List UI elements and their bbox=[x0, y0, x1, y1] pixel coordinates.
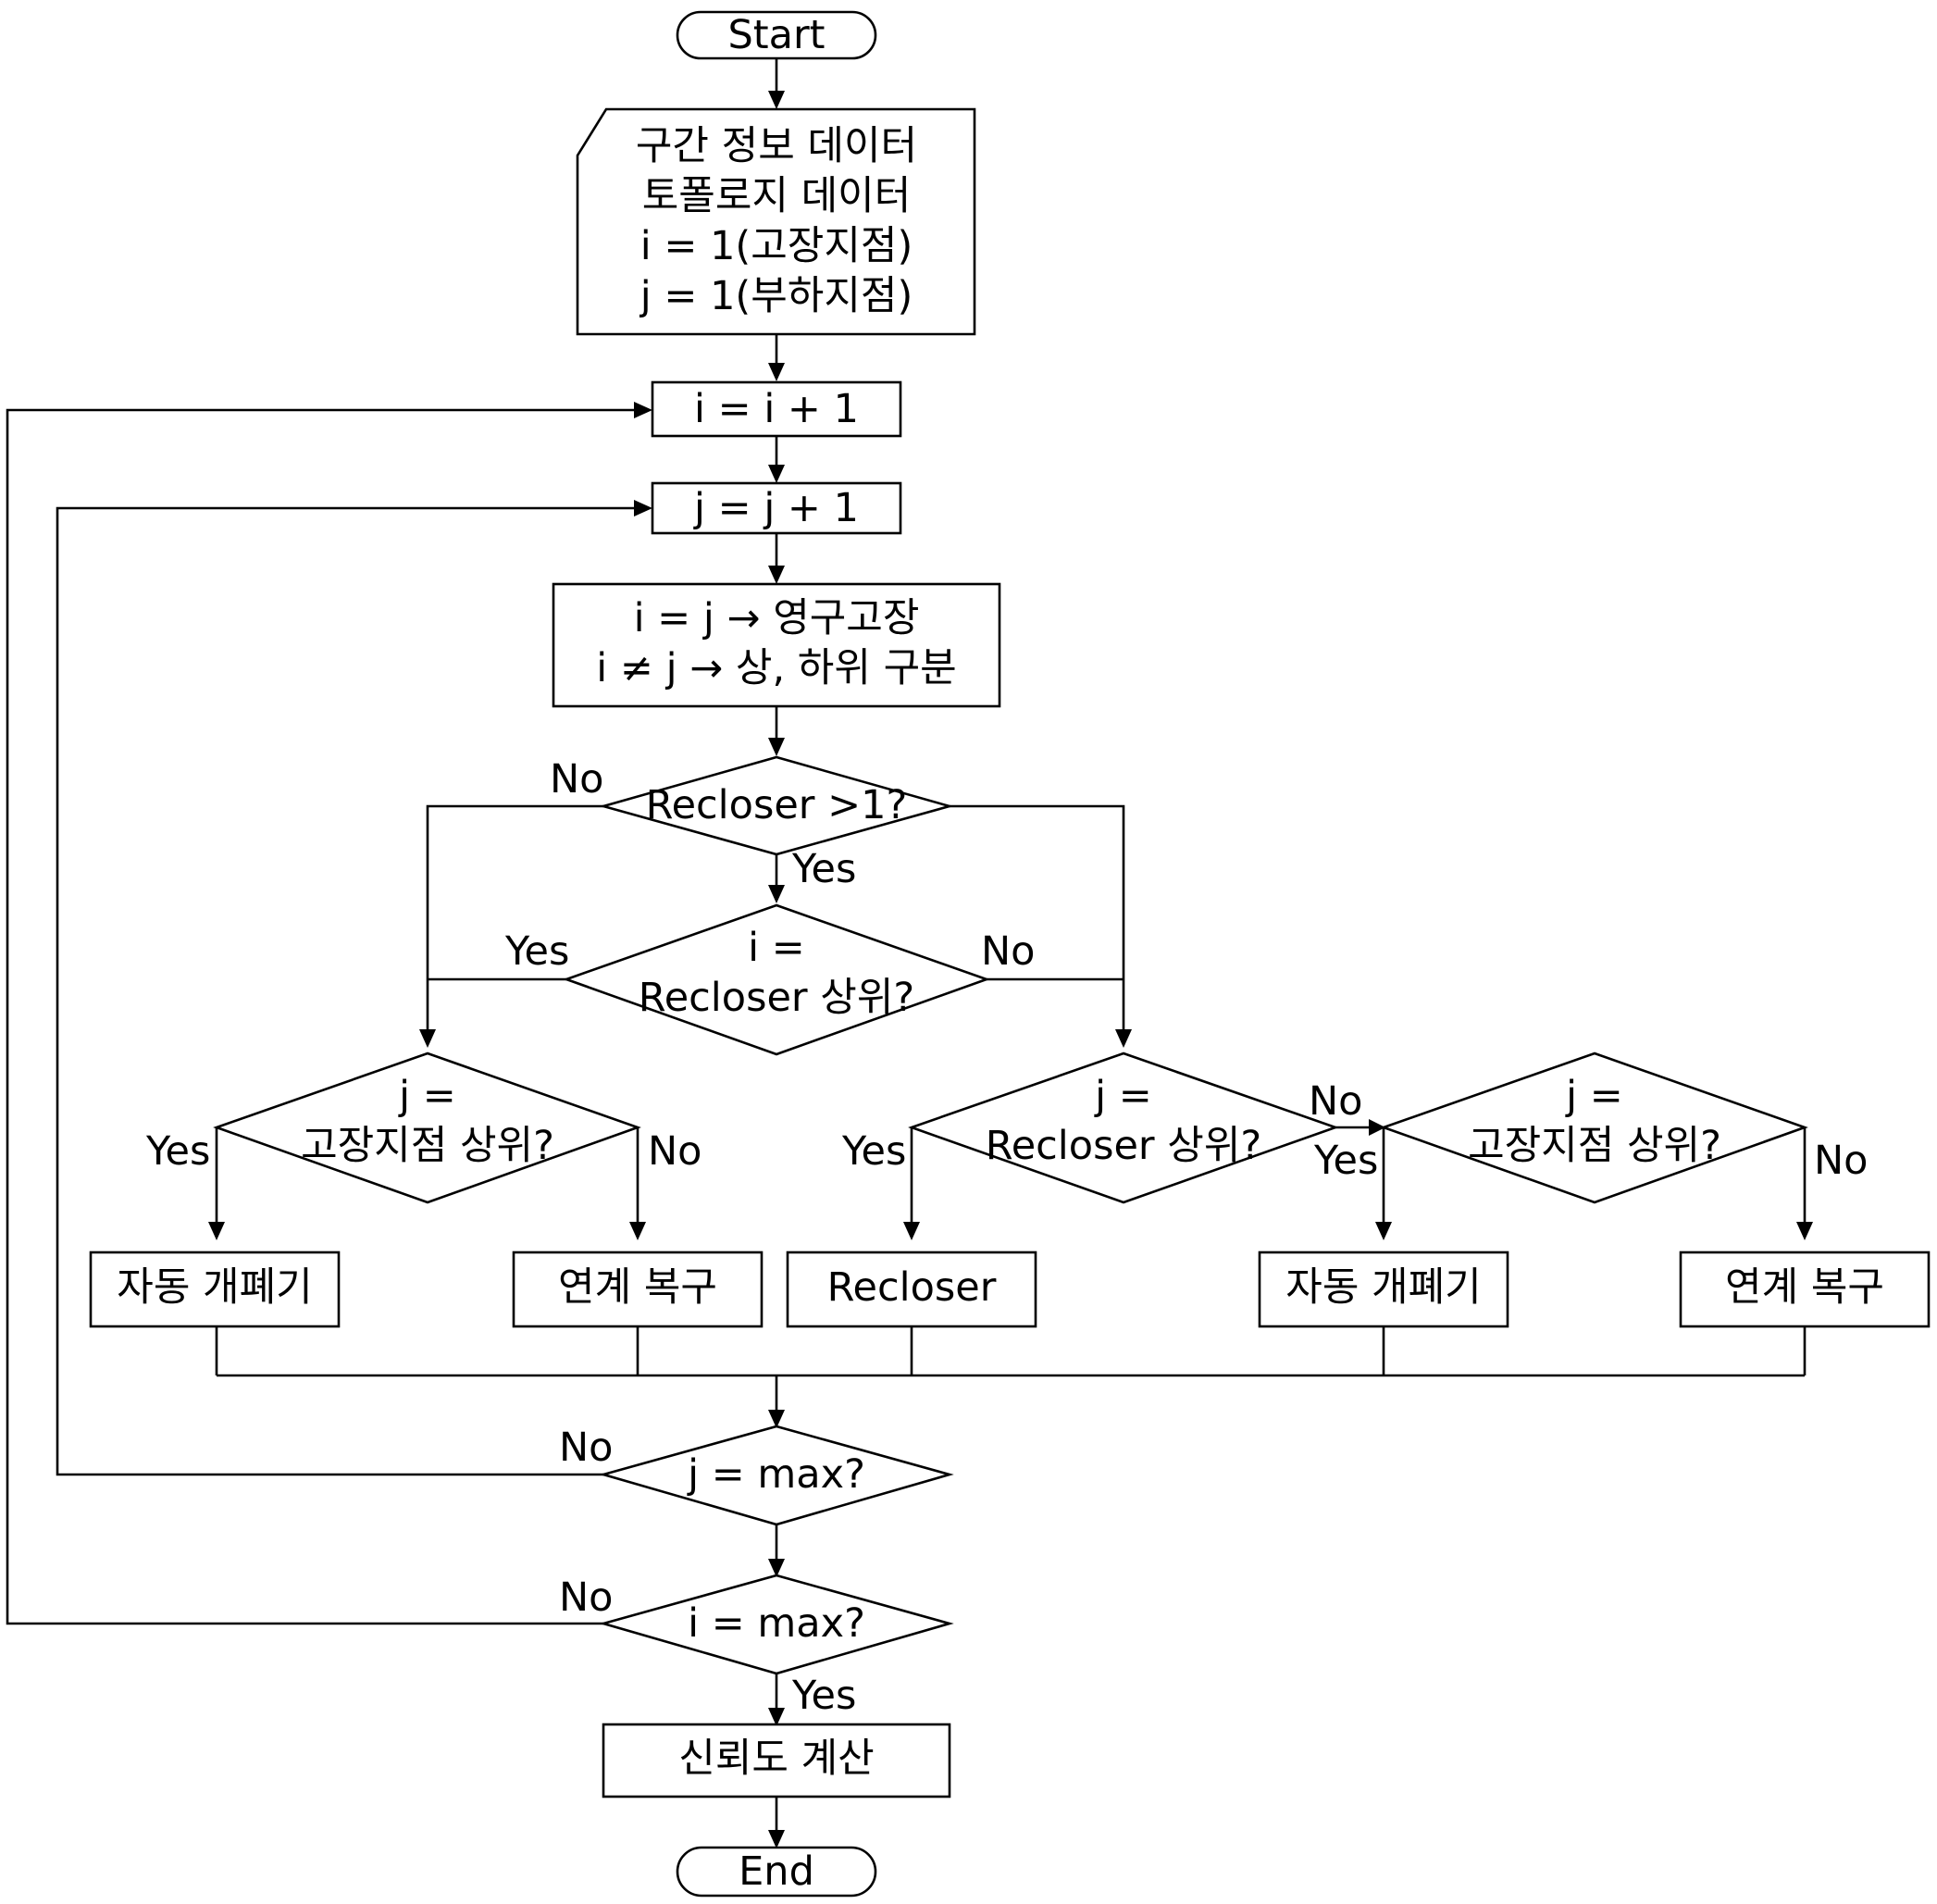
classify-line-1: i = j → 영구고장 bbox=[634, 595, 920, 641]
decision-i-max: i = max? bbox=[599, 1574, 954, 1675]
decision-i-upper-line-1: i = bbox=[748, 925, 805, 971]
result-recloser: Recloser bbox=[786, 1251, 1037, 1328]
input-data-box: 구간 정보 데이터 토폴로지 데이터 i = 1(고장지점) j = 1(부하지… bbox=[576, 107, 976, 336]
decision-j-fault-left-line-2: 고장지점 상위? bbox=[301, 1123, 554, 1169]
result-tie-restore-left-label: 연계 복구 bbox=[558, 1264, 717, 1311]
label-yes-i-upper: Yes bbox=[504, 928, 569, 975]
label-yes-i-max: Yes bbox=[791, 1673, 856, 1719]
label-yes-j-recloser: Yes bbox=[841, 1128, 906, 1175]
decision-i-upper: i = Recloser 상위? bbox=[563, 903, 990, 1056]
label-no-j-fault-left: No bbox=[648, 1128, 702, 1175]
decision-i-max-label: i = max? bbox=[688, 1600, 865, 1647]
input-line-1: 구간 정보 데이터 bbox=[636, 123, 917, 169]
input-line-2: 토폴로지 데이터 bbox=[642, 173, 912, 219]
classify-box: i = j → 영구고장 i ≠ j → 상, 하위 구분 bbox=[552, 582, 1001, 708]
label-no-j-fault-right: No bbox=[1814, 1138, 1868, 1184]
input-line-3: i = 1(고장지점) bbox=[640, 223, 913, 269]
increment-i-label: i = i + 1 bbox=[694, 386, 859, 432]
connectors bbox=[6, 57, 1807, 1830]
result-tie-restore-right-label: 연계 복구 bbox=[1725, 1264, 1884, 1311]
label-no-recloser-count: No bbox=[550, 756, 603, 803]
label-yes-j-fault-left: Yes bbox=[145, 1128, 210, 1175]
decision-j-fault-left-line-1: j = bbox=[398, 1073, 456, 1119]
result-auto-switch-left: 자동 개폐기 bbox=[89, 1251, 341, 1328]
increment-j-box: j = j + 1 bbox=[651, 481, 902, 535]
result-auto-switch-right-label: 자동 개폐기 bbox=[1285, 1264, 1481, 1311]
decision-j-max: j = max? bbox=[599, 1425, 954, 1526]
end-terminal: End bbox=[676, 1846, 877, 1898]
decision-recloser-count-label: Recloser >1? bbox=[646, 782, 908, 828]
label-no-i-max: No bbox=[559, 1574, 613, 1621]
arrowheads bbox=[208, 91, 1813, 1848]
decision-recloser-count: Recloser >1? bbox=[599, 755, 954, 856]
decision-j-recloser-line-2: Recloser 상위? bbox=[986, 1123, 1261, 1169]
result-tie-restore-left: 연계 복구 bbox=[512, 1251, 764, 1328]
label-no-j-max: No bbox=[559, 1425, 613, 1471]
result-auto-switch-left-label: 자동 개폐기 bbox=[117, 1264, 312, 1311]
decision-j-max-label: j = max? bbox=[687, 1451, 865, 1498]
label-yes-j-fault-right: Yes bbox=[1313, 1138, 1378, 1184]
label-no-j-recloser: No bbox=[1309, 1078, 1362, 1125]
result-auto-switch-right: 자동 개폐기 bbox=[1258, 1251, 1509, 1328]
reliability-label: 신뢰도 계산 bbox=[678, 1736, 874, 1782]
decision-j-fault-right-line-1: j = bbox=[1565, 1073, 1623, 1119]
increment-i-box: i = i + 1 bbox=[651, 380, 902, 438]
decision-j-recloser-line-1: j = bbox=[1094, 1073, 1152, 1119]
start-label: Start bbox=[727, 12, 825, 58]
result-recloser-label: Recloser bbox=[827, 1264, 997, 1311]
decision-i-upper-line-2: Recloser 상위? bbox=[639, 975, 914, 1021]
classify-line-2: i ≠ j → 상, 하위 구분 bbox=[596, 645, 956, 691]
decision-j-fault-left: j = 고장지점 상위? bbox=[213, 1052, 641, 1204]
start-terminal: Start bbox=[676, 10, 877, 60]
decision-j-fault-right-line-2: 고장지점 상위? bbox=[1468, 1123, 1721, 1169]
increment-j-label: j = j + 1 bbox=[693, 485, 859, 531]
decision-j-recloser: j = Recloser 상위? bbox=[908, 1052, 1339, 1204]
label-yes-recloser-count: Yes bbox=[791, 846, 856, 892]
decision-j-fault-right: j = 고장지점 상위? bbox=[1380, 1052, 1808, 1204]
input-line-4: j = 1(부하지점) bbox=[639, 273, 913, 319]
reliability-box: 신뢰도 계산 bbox=[602, 1723, 951, 1798]
branch-labels: No Yes Yes No Yes No Yes No Yes No No No… bbox=[145, 756, 1868, 1719]
end-label: End bbox=[739, 1848, 814, 1895]
label-no-i-upper: No bbox=[981, 928, 1035, 975]
result-tie-restore-right: 연계 복구 bbox=[1679, 1251, 1931, 1328]
